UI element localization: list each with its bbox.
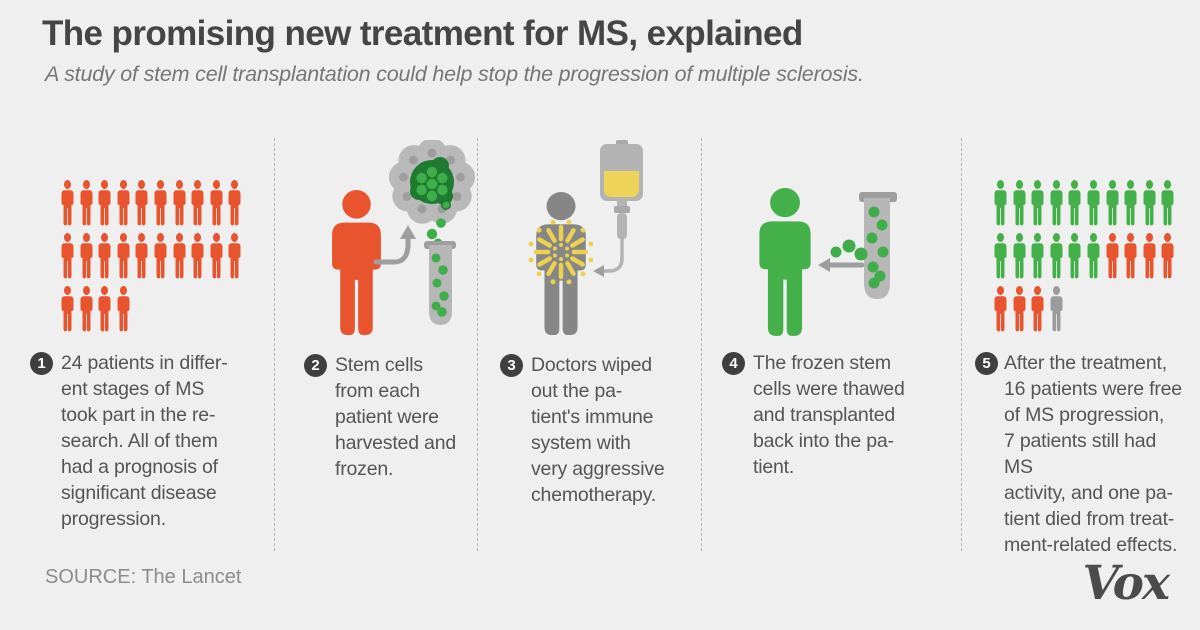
- orange-person-icon: [1161, 233, 1174, 279]
- starburst-icon: [528, 219, 594, 285]
- orange-person-icon: [117, 180, 130, 226]
- orange-person-icon: [80, 286, 93, 332]
- green-person-icon: [1013, 233, 1026, 279]
- step-1-caption: 1 24 patients in differ- ent stages of M…: [30, 350, 262, 532]
- orange-person-icon: [61, 286, 74, 332]
- step-text: After the treatment, 16 patients were fr…: [1004, 352, 1182, 556]
- green-person-icon: [994, 233, 1007, 279]
- green-person-icon: [1087, 233, 1100, 279]
- orange-person-icon: [98, 233, 111, 279]
- green-person-icon: [1050, 233, 1063, 279]
- iv-bag-icon: [600, 140, 643, 239]
- green-person-icon: [1068, 233, 1081, 279]
- harvest-illustration: [332, 140, 476, 335]
- iv-tube-arrow-icon: [593, 237, 624, 277]
- step-text: Stem cells from each patient were harves…: [335, 354, 456, 480]
- green-person-icon: [994, 180, 1007, 226]
- step-3-caption: 3 Doctors wiped out the pa- tient's immu…: [500, 352, 692, 508]
- green-person-icon: [1013, 180, 1026, 226]
- green-person-icon: [1050, 180, 1063, 226]
- curved-arrow-icon: [373, 225, 416, 265]
- step-number-badge: 4: [722, 352, 745, 375]
- step-text: The frozen stem cells were thawed and tr…: [753, 352, 905, 478]
- orange-person-icon: [173, 180, 186, 226]
- patient-figure-icon: [759, 188, 811, 336]
- green-person-icon: [1161, 180, 1174, 226]
- orange-person-icon: [135, 180, 148, 226]
- pictogram-row: [993, 286, 1175, 332]
- left-arrow-icon: [818, 258, 865, 272]
- orange-person-icon: [117, 233, 130, 279]
- moving-cells-icon: [830, 239, 868, 261]
- orange-person-icon: [117, 286, 130, 332]
- transplant-illustration: [759, 188, 897, 336]
- panel-divider: [961, 138, 962, 551]
- orange-person-icon: [228, 180, 241, 226]
- source-credit: SOURCE: The Lancet: [45, 566, 242, 588]
- orange-person-icon: [98, 286, 111, 332]
- pictogram-row: [993, 233, 1175, 279]
- page-title: The promising new treatment for MS, expl…: [42, 14, 803, 53]
- orange-person-icon: [61, 180, 74, 226]
- orange-person-icon: [154, 233, 167, 279]
- orange-person-icon: [191, 180, 204, 226]
- orange-person-icon: [154, 180, 167, 226]
- orange-person-icon: [191, 233, 204, 279]
- orange-person-icon: [1143, 233, 1156, 279]
- green-person-icon: [1031, 233, 1044, 279]
- orange-person-icon: [173, 233, 186, 279]
- step-number-badge: 5: [975, 352, 998, 375]
- patients-pictogram: [60, 180, 242, 339]
- subtitle: A study of stem cell transplantation cou…: [45, 62, 864, 86]
- step-number-badge: 3: [500, 354, 523, 377]
- step-5-caption: 5 After the treatment, 16 patients were …: [975, 350, 1187, 558]
- stem-cell-cluster-icon: [388, 140, 476, 224]
- step-text: Doctors wiped out the pa- tient's immune…: [531, 354, 665, 506]
- green-person-icon: [1031, 180, 1044, 226]
- orange-person-icon: [994, 286, 1007, 332]
- orange-person-icon: [1106, 233, 1119, 279]
- pictogram-row: [60, 180, 242, 226]
- step-2-caption: 2 Stem cells from each patient were harv…: [304, 352, 472, 482]
- green-person-icon: [1143, 180, 1156, 226]
- orange-person-icon: [210, 233, 223, 279]
- orange-person-icon: [80, 180, 93, 226]
- orange-person-icon: [1124, 233, 1137, 279]
- chemo-illustration: [528, 140, 643, 335]
- vox-logo: Vox: [1082, 556, 1170, 611]
- orange-person-icon: [98, 180, 111, 226]
- test-tube-icon: [424, 241, 456, 325]
- pictogram-row: [60, 286, 242, 332]
- green-person-icon: [1068, 180, 1081, 226]
- step-4-caption: 4 The frozen stem cells were thawed and …: [722, 350, 944, 480]
- panel-divider: [477, 138, 478, 551]
- orange-person-icon: [210, 180, 223, 226]
- step-number-badge: 2: [304, 354, 327, 377]
- test-tube-icon: [859, 192, 897, 299]
- orange-person-icon: [80, 233, 93, 279]
- green-person-icon: [1124, 180, 1137, 226]
- panel-divider: [701, 138, 702, 551]
- outcomes-pictogram: [993, 180, 1175, 339]
- orange-person-icon: [1013, 286, 1026, 332]
- panel-divider: [274, 138, 275, 551]
- gray-person-icon: [1050, 286, 1063, 332]
- green-person-icon: [1106, 180, 1119, 226]
- orange-person-icon: [61, 233, 74, 279]
- orange-person-icon: [1031, 286, 1044, 332]
- orange-person-icon: [135, 233, 148, 279]
- pictogram-row: [993, 180, 1175, 226]
- green-person-icon: [1087, 180, 1100, 226]
- step-text: 24 patients in differ- ent stages of MS …: [61, 352, 228, 530]
- orange-person-icon: [228, 233, 241, 279]
- pictogram-row: [60, 233, 242, 279]
- step-number-badge: 1: [30, 352, 53, 375]
